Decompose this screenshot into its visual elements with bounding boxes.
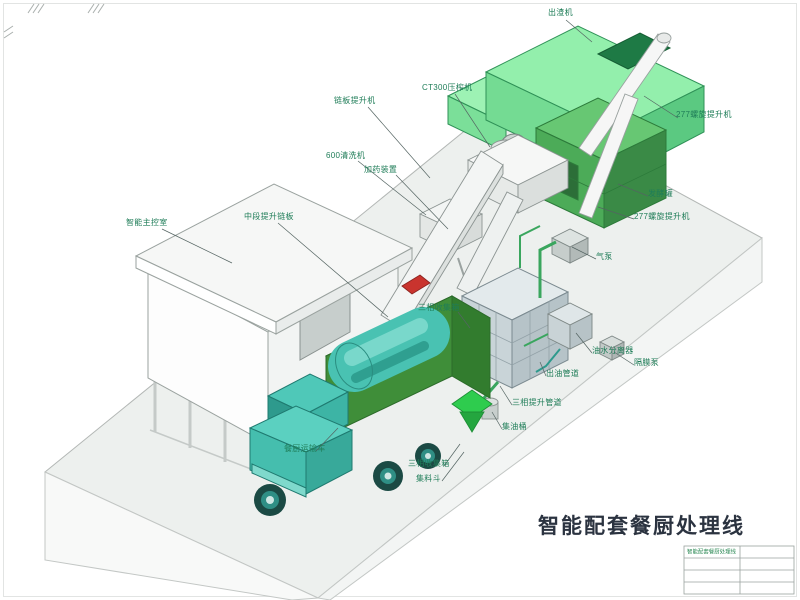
callout-washer-600: 600清洗机	[326, 151, 366, 160]
callout-three-phase-tank-2: 三相收集箱	[408, 459, 450, 468]
callout-air-pump: 气泵	[596, 252, 613, 261]
callout-kitchen-waste-truck: 餐厨运输车	[284, 444, 326, 453]
red-hopper	[401, 274, 431, 295]
callout-three-phase-tank-1: 三相收集箱	[418, 303, 460, 312]
callout-feed-hopper: 集料斗	[416, 474, 441, 483]
callout-oil-drum: 集油桶	[502, 422, 527, 431]
feed-hopper	[451, 389, 493, 433]
callout-screw-elevator-1: 277螺旋提升机	[676, 110, 732, 119]
title-block-name: 智能配套餐厨处理线	[687, 548, 736, 555]
callout-fermenter: 发酵罐	[648, 189, 673, 198]
diaphragm-pump	[598, 335, 626, 361]
drawing-title: 智能配套餐厨处理线	[538, 515, 745, 538]
callout-oil-outlet-pipe: 出油管道	[546, 369, 580, 378]
callout-slag-discharger: 出渣机	[548, 8, 573, 17]
callout-chain-plate-elevator: 链板提升机	[334, 96, 376, 105]
screw-elevator-lower	[578, 93, 639, 219]
leader-lines	[161, 19, 679, 482]
callout-screw-elevator-2: 277螺旋提升机	[634, 212, 690, 221]
callout-diaphragm-pump: 隔膜泵	[634, 358, 659, 367]
truck-tank	[328, 307, 450, 392]
oil-water-separator	[546, 302, 594, 350]
sheet-border	[3, 3, 797, 597]
bumper	[251, 463, 307, 498]
callout-ct300-press: CT300压榨机	[422, 83, 473, 92]
callout-mid-elevator: 中段提升链板	[244, 212, 294, 221]
callout-control-room: 智能主控室	[126, 218, 168, 227]
callout-oil-water-separator: 油水分离器	[592, 346, 634, 355]
callout-three-phase-lift-pipe: 三相提升管道	[512, 398, 562, 407]
truck-wheels	[254, 443, 441, 516]
ruler-ticks	[3, 3, 105, 39]
callout-dosing-device: 加药装置	[364, 165, 398, 174]
title-block	[683, 545, 795, 595]
